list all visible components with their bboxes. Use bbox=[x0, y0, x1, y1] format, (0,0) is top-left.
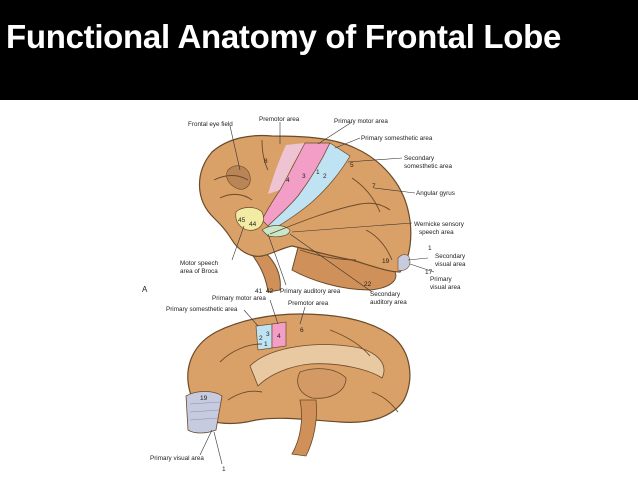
medial-brainstem bbox=[291, 399, 317, 457]
area-22: 22 bbox=[364, 281, 372, 288]
medial-cortex bbox=[187, 313, 411, 425]
medial-label-primary-motor-area: Primary motor area bbox=[212, 295, 266, 302]
medial-area-1: 1 bbox=[264, 341, 268, 348]
label-primary-motor-area: Primary motor area bbox=[334, 118, 388, 125]
corpus-callosum bbox=[249, 344, 385, 387]
medial-area-3: 3 bbox=[266, 331, 270, 338]
area-19-lateral: 19 bbox=[382, 258, 390, 265]
broca-area bbox=[235, 207, 264, 231]
area-1: 1 bbox=[316, 169, 320, 176]
label-secondary-somesthetic-2: somesthetic area bbox=[404, 163, 452, 170]
area-4: 4 bbox=[286, 177, 290, 184]
medial-visual-area bbox=[185, 391, 223, 434]
label-wernicke-2: speech area bbox=[419, 229, 454, 236]
area-2: 2 bbox=[323, 173, 327, 180]
medial-area-19: 19 bbox=[200, 395, 208, 402]
label-secondary-auditory-2: auditory area bbox=[370, 299, 407, 306]
medial-label-premotor-area: Premotor area bbox=[288, 300, 329, 307]
panel-letter-a: A bbox=[142, 285, 148, 294]
lateral-brain-view: 8 6 4 3 1 2 5 7 45 44 19 1 17 22 41 42 bbox=[142, 116, 466, 306]
label-secondary-visual-2: visual area bbox=[435, 261, 466, 268]
medial-sulci bbox=[219, 329, 399, 413]
label-wernicke-1: Wernicke sensory bbox=[414, 221, 465, 228]
lateral-sulci bbox=[213, 139, 393, 261]
label-secondary-visual-1: Secondary bbox=[435, 253, 466, 260]
label-primary-visual-2: visual area bbox=[430, 284, 461, 291]
area-3: 3 bbox=[302, 173, 306, 180]
area-8: 8 bbox=[264, 158, 268, 165]
frontal-eye-field-region bbox=[226, 165, 251, 190]
area-1-visual: 1 bbox=[428, 245, 432, 252]
label-primary-visual-1: Primary bbox=[430, 276, 453, 283]
thalamus bbox=[297, 368, 347, 399]
medial-label-primary-somesthetic-area: Primary somesthetic area bbox=[166, 306, 238, 313]
area-5: 5 bbox=[350, 162, 354, 169]
medial-area-4: 4 bbox=[277, 333, 281, 340]
medial-visual-hatch bbox=[189, 401, 221, 421]
medial-brain-view: 2 3 1 4 6 19 1 Primary motor area Premot… bbox=[150, 295, 411, 473]
slide-title: Functional Anatomy of Frontal Lobe bbox=[6, 18, 562, 55]
area-41-42: 41 42 bbox=[255, 288, 273, 295]
medial-leader-lines bbox=[199, 299, 306, 465]
label-primary-somesthetic-area: Primary somesthetic area bbox=[361, 135, 433, 142]
lateral-visual-area bbox=[397, 254, 411, 271]
label-motor-speech-2: area of Broca bbox=[180, 268, 218, 275]
lateral-brainstem bbox=[249, 249, 281, 293]
area-45: 45 bbox=[238, 217, 246, 224]
area-44: 44 bbox=[249, 221, 257, 228]
label-angular-gyrus: Angular gyrus bbox=[416, 190, 455, 197]
brain-diagram: 8 6 4 3 1 2 5 7 45 44 19 1 17 22 41 42 bbox=[142, 116, 466, 473]
medial-label-primary-visual-area: Primary visual area bbox=[150, 455, 204, 462]
medial-area-2: 2 bbox=[259, 335, 263, 342]
label-frontal-eye-field: Frontal eye field bbox=[188, 121, 233, 128]
label-primary-auditory-area: Primary auditory area bbox=[280, 288, 341, 295]
label-motor-speech-1: Motor speech bbox=[180, 260, 219, 267]
medial-motor-strip bbox=[271, 321, 287, 349]
area-17: 17 bbox=[425, 269, 433, 276]
label-secondary-auditory-1: Secondary bbox=[370, 291, 401, 298]
label-secondary-somesthetic-1: Secondary bbox=[404, 155, 435, 162]
premotor-strip bbox=[268, 143, 305, 194]
lateral-leader-lines bbox=[229, 121, 435, 293]
medial-area-6: 6 bbox=[300, 327, 304, 334]
label-premotor-area: Premotor area bbox=[259, 116, 300, 123]
title-bar: Functional Anatomy of Frontal Lobe bbox=[0, 0, 638, 100]
medial-area-1-visual: 1 bbox=[222, 466, 226, 473]
area-7: 7 bbox=[372, 183, 376, 190]
